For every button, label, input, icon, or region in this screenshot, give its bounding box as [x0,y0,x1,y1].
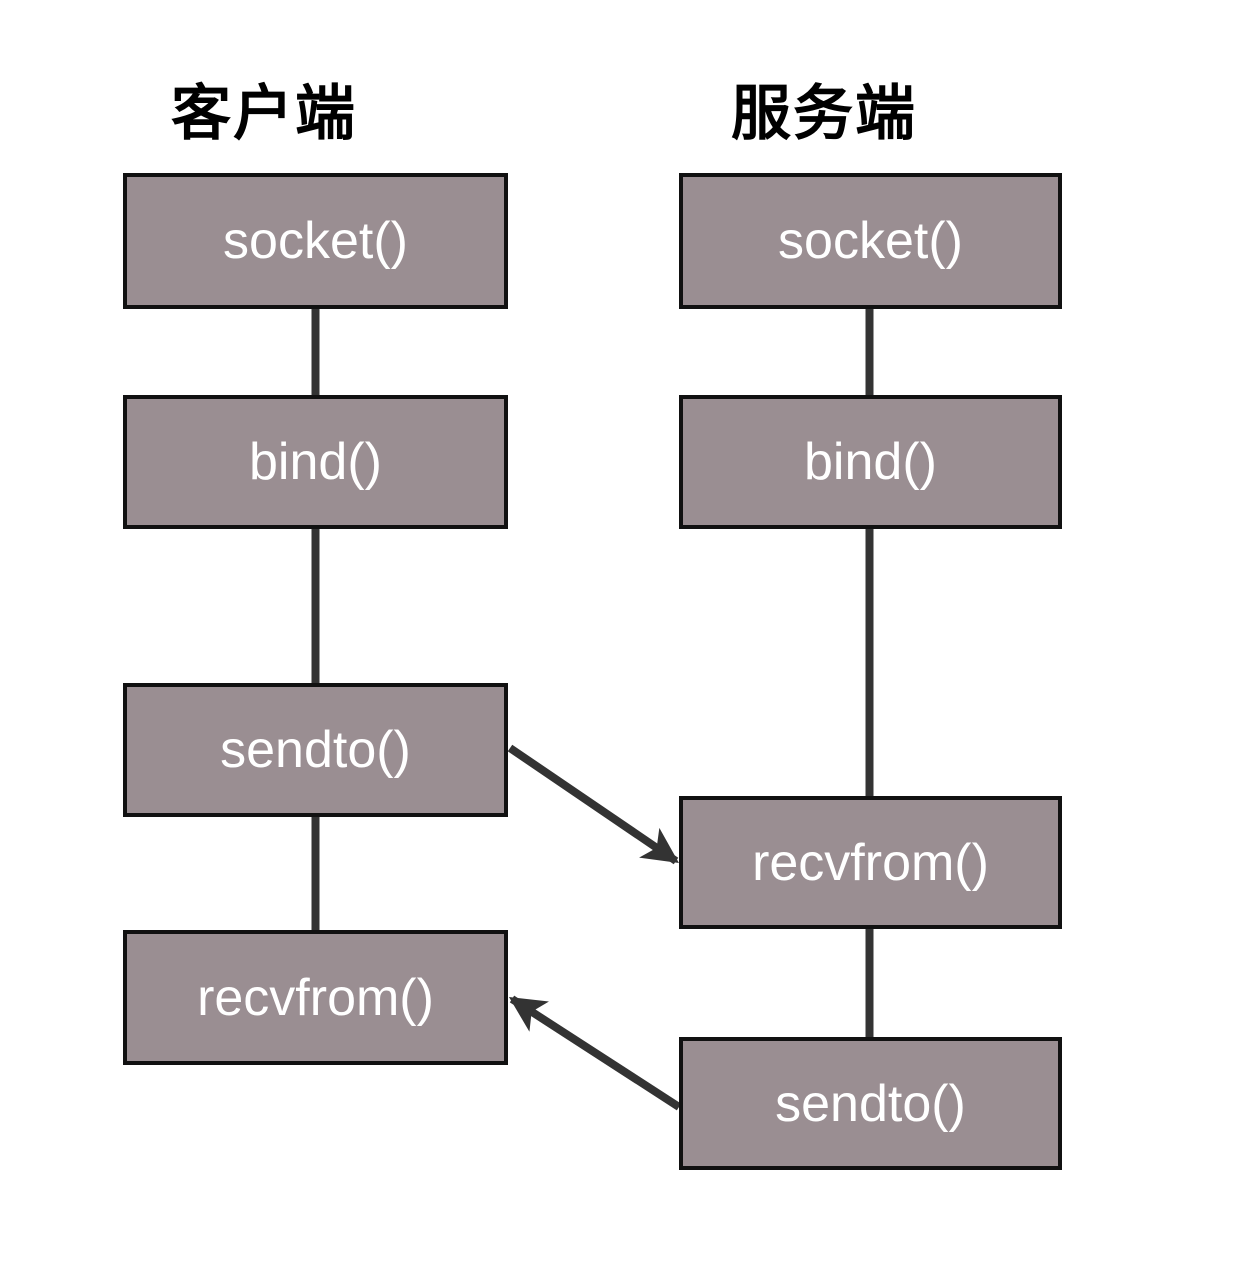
client-recvfrom-box: recvfrom() [123,930,508,1065]
server-socket-box: socket() [679,173,1062,309]
client-column-header: 客户端 [171,80,357,147]
client-bind-box: bind() [123,395,508,529]
arrow-server-sendto-to-client-recvfrom [508,995,682,1111]
server-sendto-box: sendto() [679,1037,1062,1170]
server-recvfrom-box: recvfrom() [679,796,1062,929]
client-socket-box: socket() [123,173,508,309]
client-sendto-box: sendto() [123,683,508,817]
server-bind-box: bind() [679,395,1062,529]
arrow-client-sendto-to-server-recvfrom [507,744,679,865]
server-column-header: 服务端 [731,80,917,147]
